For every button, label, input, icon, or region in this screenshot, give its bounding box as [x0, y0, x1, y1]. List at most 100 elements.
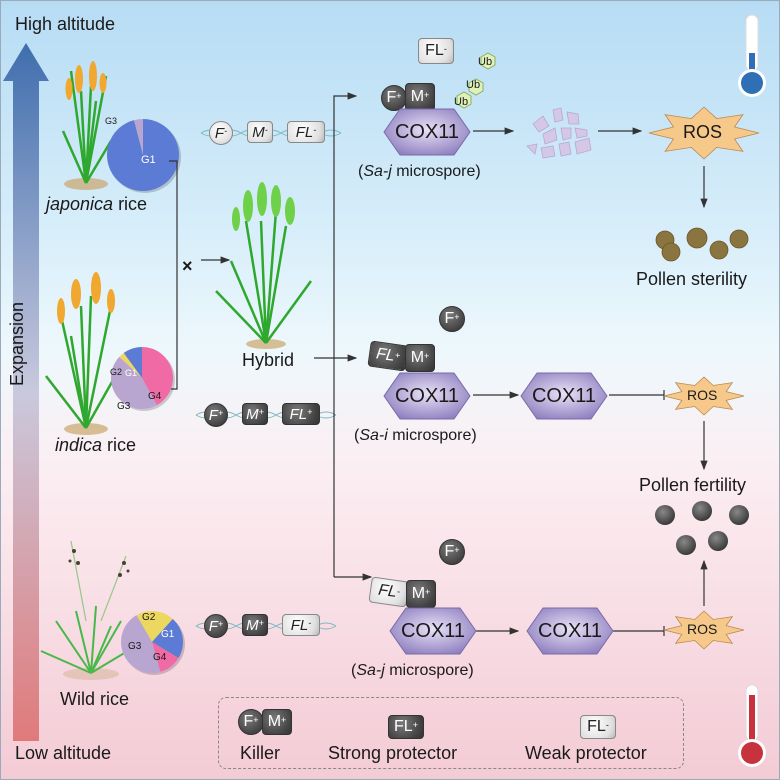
bottom-ros-burst-icon: [663, 610, 745, 650]
top-free-fl-token: FL-: [418, 38, 454, 64]
ub-label-3: Ub: [478, 56, 493, 68]
bottom-complex-m-token: M+: [406, 580, 436, 608]
gene-token-fl: FL-: [287, 121, 325, 143]
token-sign: +: [425, 586, 431, 597]
token-sign: +: [424, 89, 430, 100]
ub-label-1: Ub: [454, 96, 469, 108]
expansion-label: Expansion: [7, 301, 27, 386]
hybrid-label: Hybrid: [242, 350, 295, 370]
bottom-free-cox11-label: COX11: [537, 619, 603, 642]
top-microspore-label: (Sa-j microspore): [358, 163, 481, 180]
token-sym: F: [444, 310, 455, 327]
japonica-name: japonica: [46, 194, 114, 214]
token-sign: +: [307, 406, 313, 417]
top-complex-f-token: F+: [381, 85, 407, 111]
token-sym: M: [246, 405, 259, 423]
middle-free-cox11-label: COX11: [531, 384, 597, 407]
pie-slice-g4: [142, 347, 173, 406]
token-sym: FL: [375, 345, 396, 365]
ubiquitin-chain-icon: [456, 52, 496, 109]
token-sym: F: [444, 543, 455, 560]
pie-slice-g1: [152, 618, 183, 659]
bottom-free-cox11-protein-icon: [526, 607, 614, 655]
wild-pie-label-g1: G1: [161, 629, 175, 640]
bottom-microspore-label: (Sa-j microspore): [351, 662, 474, 679]
wild-pie-label-g3: G3: [128, 641, 142, 652]
indica-rice-label: indica rice: [55, 435, 136, 456]
middle-complex-fl-token: FL+: [367, 340, 409, 372]
token-sym: F: [386, 89, 397, 106]
legend-weak-protector-label: Weak protector: [525, 743, 647, 763]
token-sym: FL: [587, 718, 606, 735]
cross-symbol: ×: [182, 256, 193, 276]
token-sign: +: [412, 719, 418, 730]
token-sym: FL: [295, 123, 314, 141]
bottom-cox11-protein-icon: [389, 607, 477, 655]
token-sym: M: [267, 713, 282, 730]
hybrid-rice-plant-icon: [215, 182, 313, 349]
gene-token-m: M+: [242, 614, 268, 636]
bottom-free-f-token: F+: [439, 539, 465, 565]
gene-token-m: M-: [247, 121, 273, 143]
middle-ros-burst-icon: [663, 376, 745, 416]
legend-strong-protector-label: Strong protector: [328, 743, 458, 763]
japonica-genotype: F-M-FL-: [200, 119, 342, 147]
microspore-word: microspore: [391, 163, 476, 180]
pie-slice-g3: [111, 356, 157, 409]
token-sign: +: [258, 406, 264, 417]
indica-pie-chart: [111, 347, 175, 411]
microspore-genotype: Sa-i: [359, 427, 388, 444]
top-cox11-label: COX11: [394, 120, 460, 143]
wild-rice-label: Wild rice: [60, 689, 130, 709]
ub-label-2: Ub: [466, 79, 481, 91]
token-sym: F: [208, 406, 218, 424]
token-sym: FL: [394, 718, 413, 735]
token-sym: FL: [377, 581, 399, 602]
indica-pie-label-g2: G2: [110, 367, 123, 377]
token-sign: +: [217, 618, 224, 629]
middle-ros-label: ROS: [687, 387, 718, 403]
pie-slice-g2: [136, 611, 173, 642]
token-sign: +: [396, 90, 402, 101]
indica-pie-label-g3: G3: [117, 401, 131, 412]
wild-pie-label-g4: G4: [153, 652, 167, 663]
degraded-cox11-fragments-icon: [526, 107, 592, 159]
token-sign: -: [264, 124, 268, 135]
legend-killer-label: Killer: [240, 743, 281, 763]
gene-token-f: F+: [204, 403, 228, 427]
low-altitude-label: Low altitude: [15, 743, 112, 763]
token-sign: +: [454, 311, 460, 322]
pie-slice-g1: [106, 119, 179, 191]
token-sign: -: [313, 124, 317, 135]
fertile-pollen-icon: [655, 501, 749, 555]
legend-strong-protector-token: FL+: [388, 715, 424, 739]
high-altitude-label: High altitude: [15, 14, 116, 34]
japonica-pie-label-g3: G3: [105, 116, 118, 126]
token-sym: M: [410, 88, 425, 105]
pie-slice-g2: [119, 352, 142, 378]
pie-slice-g4: [152, 642, 179, 672]
token-sign: +: [258, 617, 264, 628]
middle-cox11-label: COX11: [394, 384, 460, 407]
middle-free-f-token: F+: [439, 306, 465, 332]
bottom-cox11-label: COX11: [400, 619, 466, 642]
indica-name: indica: [55, 435, 103, 455]
microspore-word: microspore: [387, 427, 472, 444]
gene-token-m: M+: [242, 403, 268, 425]
indica-genotype: F+M+FL+: [195, 401, 337, 429]
sterile-pollen-icon: [655, 227, 749, 262]
japonica-pie-label-g1: G1: [141, 154, 156, 166]
ros-burst-shape: [663, 376, 745, 416]
pie-slice-g3: [121, 615, 161, 673]
legend-weak-protector-token: FL-: [580, 715, 616, 739]
pie-slice-g3: [134, 119, 143, 155]
indica-rice-word: rice: [102, 435, 137, 455]
indica-pie-label-g4: G4: [148, 391, 162, 402]
gene-token-f: F+: [204, 614, 228, 638]
bottom-complex-fl-token: FL-: [368, 576, 410, 608]
token-sym: M: [411, 585, 426, 602]
token-sym: F: [214, 124, 225, 142]
wild-rice-genotype: F+M+FL-: [195, 612, 337, 640]
pie-slice-g1: [123, 347, 142, 378]
bottom-ros-label: ROS: [687, 621, 718, 637]
